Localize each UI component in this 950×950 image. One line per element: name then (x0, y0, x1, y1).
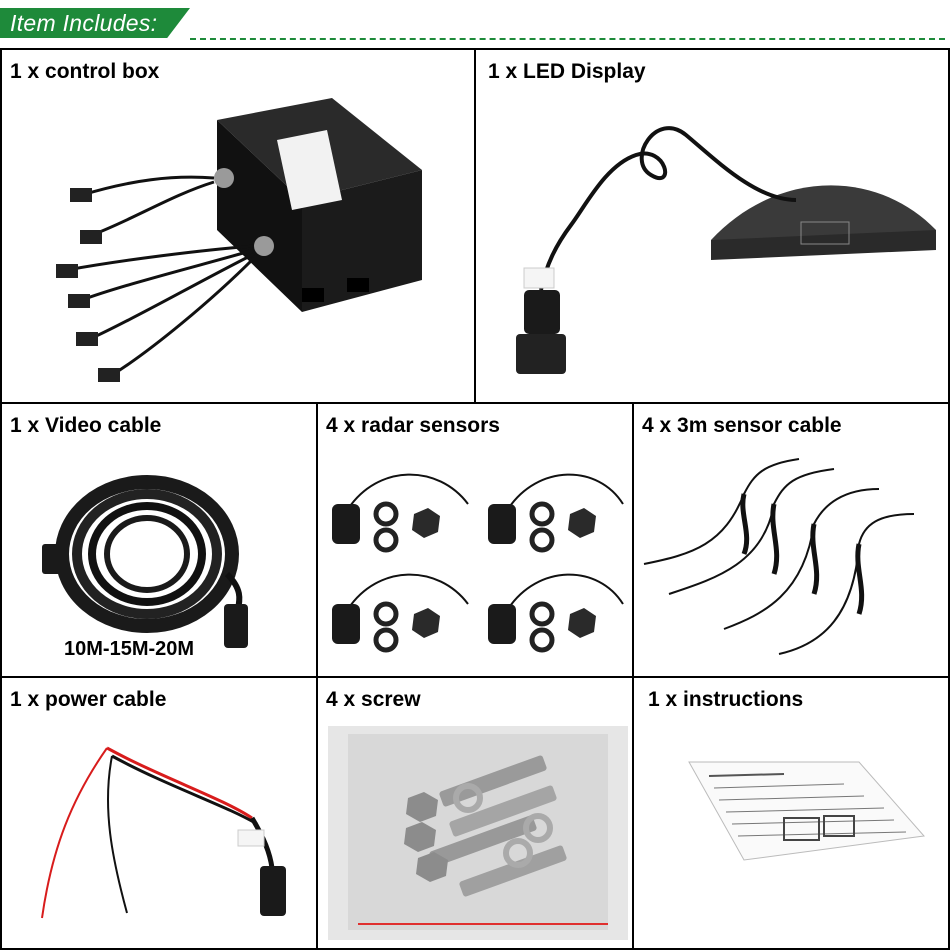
item-cell-screws: 4 x screw (316, 676, 634, 950)
header-banner (0, 8, 190, 38)
led-display-illustration (516, 126, 936, 374)
item-cell-power-cable: 1 x power cable (0, 676, 318, 950)
item-cell-sensor-cable: 4 x 3m sensor cable (632, 402, 950, 678)
item-label-led-display: 1 x LED Display (488, 60, 646, 83)
item-cell-video-cable: 1 x Video cable 10M-15M-20M (0, 402, 318, 678)
item-label-sensor-cable: 4 x 3m sensor cable (642, 414, 842, 437)
power-cable-illustration (41, 746, 286, 919)
item-label-radar-sensors: 4 x radar sensors (326, 414, 500, 437)
item-cell-radar-sensors: 4 x radar sensors (316, 402, 634, 678)
screws-illustration (328, 726, 628, 940)
item-label-power-cable: 1 x power cable (10, 688, 167, 711)
item-label-video-cable: 1 x Video cable (10, 414, 162, 437)
item-label-control-box: 1 x control box (10, 60, 160, 83)
sensor-cable-illustration (643, 458, 915, 655)
item-cell-instructions: 1 x instructions (632, 676, 950, 950)
radar-sensors-illustration (332, 473, 624, 653)
item-cell-control-box: 1 x control box (0, 48, 476, 404)
item-cell-led-display: 1 x LED Display (474, 48, 950, 404)
header-dashed-divider (190, 38, 945, 40)
item-label-screws: 4 x screw (326, 688, 421, 711)
video-cable-illustration (42, 475, 248, 648)
control-box-illustration (56, 98, 422, 382)
item-label-instructions: 1 x instructions (648, 688, 804, 711)
header-title: Item Includes: (10, 10, 158, 36)
instructions-sheet-illustration (688, 761, 925, 861)
video-cable-length-options: 10M-15M-20M (64, 638, 195, 660)
